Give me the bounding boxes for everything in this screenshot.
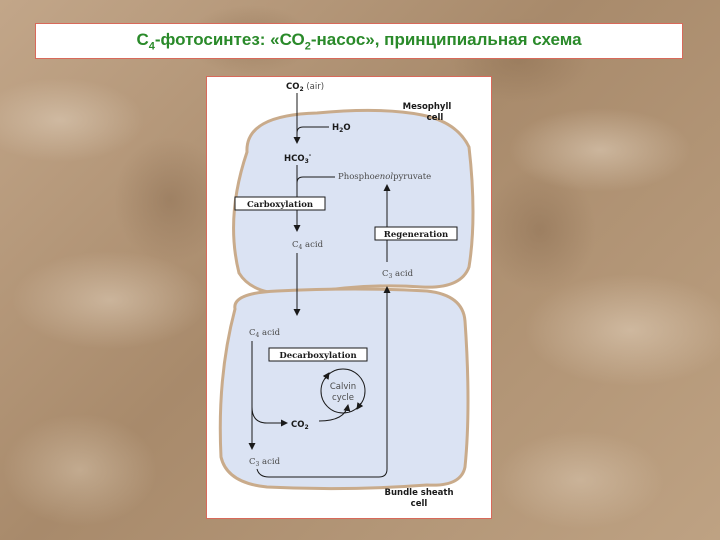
calvin-cycle-circle — [320, 368, 366, 414]
mesophyll-label-line2: cell — [427, 113, 444, 123]
calvin-cycle-arrow-2 — [356, 402, 364, 410]
calvin-label-line2: cycle — [332, 393, 354, 403]
decarboxylation-box — [268, 347, 368, 362]
arrow-pep-join — [296, 176, 335, 184]
bundle-sheath-label-line2: cell — [411, 499, 428, 509]
hco3-label: HCO3- — [284, 152, 312, 165]
arrow-c3-return — [256, 286, 391, 478]
arrow-co2-to-calvin — [318, 404, 351, 422]
carboxylation-box — [234, 196, 326, 211]
c4-diagram: CO2 (air) Mesophyll cell H2O HCO3- Phosp… — [218, 82, 475, 509]
arrow-h2o-join — [296, 126, 329, 134]
c4-acid-bottom-label: C4 acid — [249, 328, 281, 339]
c3-acid-bottom-label: C3 acid — [249, 457, 281, 468]
co2-bundle-label: CO2 — [291, 420, 309, 431]
title-box: С4-фотосинтез: «СО2-насос», принципиальн… — [35, 23, 683, 59]
c3-acid-top-label: C3 acid — [382, 269, 414, 280]
slide-title: С4-фотосинтез: «СО2-насос», принципиальн… — [136, 30, 581, 52]
title-sub-4: 4 — [148, 40, 155, 53]
title-suffix: -насос», принципиальная схема — [310, 29, 582, 49]
regeneration-box — [374, 226, 458, 241]
calvin-label-line1: Calvin — [330, 382, 356, 392]
carboxylation-label: Carboxylation — [247, 200, 313, 210]
pep-label: Phosphoenolpyruvate — [338, 172, 431, 182]
mesophyll-label-line1: Mesophyll — [403, 102, 452, 112]
mesophyll-cell — [232, 108, 475, 296]
decarboxylation-label: Decarboxylation — [279, 351, 356, 361]
regeneration-label: Regeneration — [384, 230, 448, 240]
bundle-sheath-cell — [218, 287, 470, 491]
title-mid: -фотосинтез: «СО — [154, 29, 305, 49]
c4-diagram-frame: CO2 (air) Mesophyll cell H2O HCO3- Phosp… — [206, 76, 492, 519]
title-prefix: С — [136, 29, 149, 49]
co2-air-label: CO2 (air) — [286, 82, 324, 93]
h2o-label: H2O — [332, 123, 351, 134]
title-sub-2: 2 — [304, 40, 311, 53]
arrow-to-co2 — [251, 406, 288, 427]
calvin-cycle-arrow-1 — [322, 372, 330, 380]
c4-acid-top-label: C4 acid — [292, 240, 324, 251]
bundle-sheath-label-line1: Bundle sheath — [384, 488, 453, 498]
